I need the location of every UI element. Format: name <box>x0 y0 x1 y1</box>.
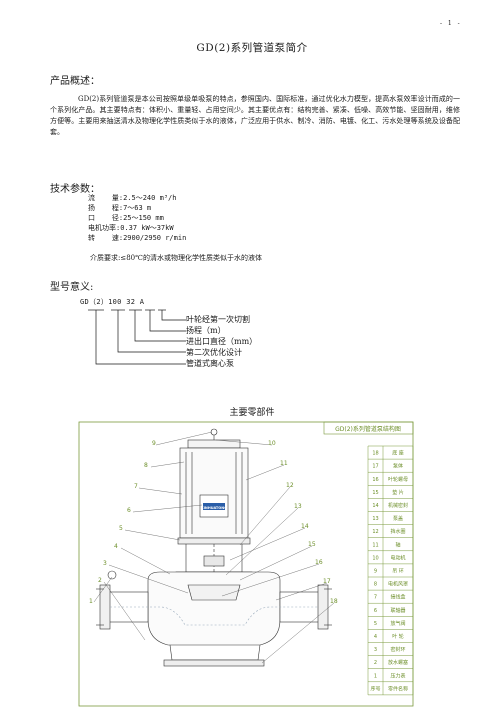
spec-head: 扬 程:7～63 m <box>88 204 152 212</box>
model-label-pump-type: 管道式离心泵 <box>186 359 234 368</box>
callout-15: 15 <box>308 541 316 548</box>
page-number: - 1 - <box>440 20 462 27</box>
callout-11: 11 <box>280 460 288 467</box>
parts-table-no: 7 <box>374 595 377 601</box>
parts-table-no: 9 <box>374 568 377 574</box>
parts-table-no: 12 <box>372 529 378 535</box>
parts-table-no: 5 <box>374 621 377 627</box>
parts-table-no: 1 <box>374 673 377 679</box>
parts-table-no: 15 <box>372 490 378 496</box>
model-code: GD（2）100 32 A <box>80 298 145 306</box>
model-label-head: 扬程（m） <box>186 326 226 335</box>
overview-paragraph: GD(2)系列管道泵是本公司按照单级单吸泵的特点，参照国内、国际标准，通过优化水… <box>50 95 460 136</box>
spec-diameter: 口 径:25～150 mm <box>88 214 164 222</box>
parts-table-name: 电动机 <box>390 554 405 561</box>
model-label-cut: 叶轮经第一次切割 <box>186 315 250 324</box>
parts-table-name: 接线盒 <box>390 594 405 601</box>
page-title: GD(2)系列管道泵简介 <box>196 42 308 54</box>
parts-table-name: 机械密封 <box>388 502 408 509</box>
parts-table-no: 18 <box>372 451 378 457</box>
parts-table-no: 4 <box>374 634 377 640</box>
parts-table-no: 6 <box>374 608 377 614</box>
parts-table-name: 放气阀 <box>390 620 405 627</box>
callout-10: 10 <box>268 440 276 447</box>
callout-2: 2 <box>98 577 102 584</box>
callout-4: 4 <box>114 543 118 550</box>
callout-13: 13 <box>294 503 302 510</box>
parts-table-name: 轴 <box>395 541 400 548</box>
parts-table-no: 17 <box>372 464 378 470</box>
callout-16: 16 <box>315 559 323 566</box>
parts-table-no: 16 <box>372 477 378 483</box>
parts-table-no: 11 <box>372 542 378 548</box>
pump-motor <box>96 428 332 667</box>
parts-table-name: 挡水圈 <box>390 528 405 535</box>
parts-table-no: 13 <box>372 516 378 522</box>
callout-7: 7 <box>134 483 138 490</box>
spec-speed: 转 速:2900/2950 r/min <box>88 234 187 242</box>
model-label-optimized: 第二次优化设计 <box>186 348 242 357</box>
parts-table-name: 泵体 <box>393 463 403 470</box>
callout-6: 6 <box>127 507 131 514</box>
parts-table-name: 吊 环 <box>392 568 404 574</box>
parts-table-no: 8 <box>374 582 377 588</box>
parts-table-name: 垫 片 <box>392 489 404 496</box>
parts-table-name: 叶轮螺母 <box>388 476 408 483</box>
spec-power: 电机功率:0.37 kW～37kW <box>88 224 174 232</box>
parts-table-name: 泵盖 <box>393 515 403 522</box>
parts-table-no: 3 <box>374 647 377 653</box>
callout-9: 9 <box>152 440 156 447</box>
parts-table-name: 密封环 <box>390 646 405 653</box>
callout-1: 1 <box>89 598 93 605</box>
parts-table-no: 序号 <box>370 685 380 692</box>
callout-3: 3 <box>103 560 107 567</box>
drawing-title: GD(2)系列管道泵结构图 <box>335 425 401 433</box>
callout-14: 14 <box>301 523 309 530</box>
spec-flow: 流 量:2.5～240 m³/h <box>88 194 177 202</box>
parts-table-no: 14 <box>372 503 378 509</box>
motor-brand-label: XINHUATONG <box>201 506 227 510</box>
parts-heading: 主要零部件 <box>229 408 275 418</box>
parts-table-no: 10 <box>372 555 378 561</box>
model-heading: 型号意义: <box>50 282 94 293</box>
parts-table-name: 零件名称 <box>388 685 408 692</box>
parts-table-name: 底 座 <box>392 450 404 457</box>
parts-table-name: 联轴器 <box>390 607 405 614</box>
parts-table-no: 2 <box>374 660 377 666</box>
parts-table-name: 电机风罩 <box>388 581 408 588</box>
overview-heading: 产品概述： <box>50 76 100 87</box>
callout-8: 8 <box>144 462 148 469</box>
callout-5: 5 <box>119 525 123 532</box>
parts-table-name: 叶 轮 <box>392 633 404 640</box>
parts-table-name: 压力表 <box>390 672 405 679</box>
callout-18: 18 <box>330 598 338 605</box>
spec-medium: 介质要求:≤80℃的清水或物理化学性质类似于水的液体 <box>90 254 262 262</box>
specs-heading: 技术参数： <box>50 184 100 195</box>
parts-table-name: 放水螺塞 <box>388 659 408 666</box>
callout-12: 12 <box>286 482 294 489</box>
model-label-diameter: 进出口直径（mm） <box>186 337 258 346</box>
callout-17: 17 <box>323 578 331 585</box>
